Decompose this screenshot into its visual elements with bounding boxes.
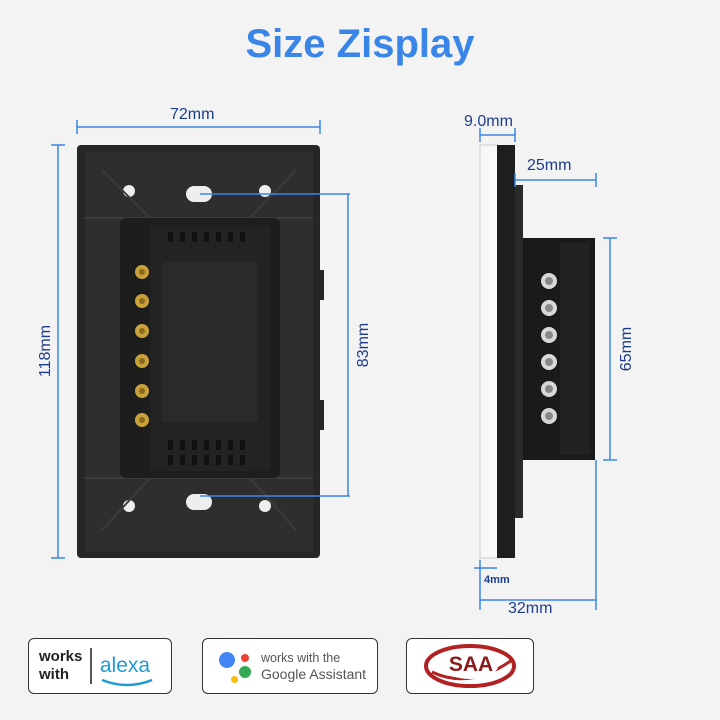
front-height-label: 118mm	[37, 324, 55, 378]
alexa-separator	[90, 648, 92, 684]
alexa-brand: alexa	[99, 654, 151, 677]
google-assistant-text: works with the Google Assistant	[261, 650, 366, 682]
front-dimensions	[51, 120, 350, 559]
alexa-works-line1: works	[39, 648, 83, 665]
front-terminals	[135, 265, 149, 427]
saa-logo-icon	[424, 644, 516, 688]
alexa-logo: alexa	[99, 654, 153, 687]
front-panel	[77, 145, 324, 558]
side-view	[479, 144, 595, 559]
saa-badge: SAA	[406, 638, 534, 694]
front-width-label: 72mm	[170, 106, 215, 123]
side-thickness-label: 9.0mm	[464, 113, 513, 130]
alexa-smile-icon	[101, 678, 153, 687]
google-line2: Google Assistant	[261, 666, 367, 682]
google-assistant-badge: works with the Google Assistant	[202, 638, 378, 694]
side-terminals	[541, 273, 557, 424]
alexa-works-line2: with	[39, 666, 69, 683]
saa-text: SAA	[448, 653, 494, 676]
side-total-label: 32mm	[508, 600, 553, 617]
side-depth-label: 25mm	[527, 157, 572, 174]
side-height-label: 65mm	[618, 326, 636, 372]
alexa-works-text: works with	[39, 648, 82, 684]
side-dimensions	[474, 128, 617, 610]
alexa-badge: works with alexa	[28, 638, 172, 694]
google-line1: works with the	[261, 651, 341, 665]
side-gap-label: 4mm	[484, 574, 510, 586]
google-assistant-icon	[217, 648, 253, 684]
page-title: Size Zisplay	[245, 22, 475, 66]
front-inner-label: 83mm	[355, 322, 373, 368]
